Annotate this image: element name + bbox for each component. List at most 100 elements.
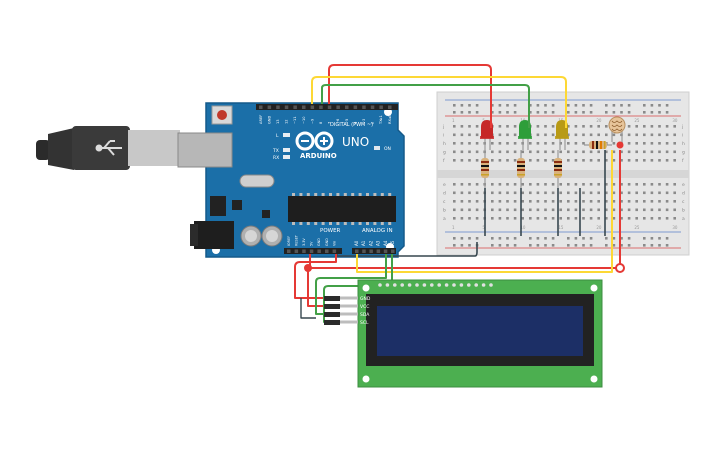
- rx-label: RX: [273, 155, 279, 161]
- digital-pin-label: 7: [328, 122, 332, 124]
- lcd-header-pin: SCL: [324, 320, 369, 326]
- analog-pin-label: A0: [354, 240, 359, 246]
- row-letter: b: [682, 208, 685, 214]
- lcd-pin-label: VCC: [360, 304, 369, 310]
- digital-pin-label: TX▸1: [379, 115, 383, 125]
- power-pin-label: 3.3V: [302, 238, 306, 246]
- breadboard: jjiihhggffeeddccbbaa11551010151520202525…: [436, 91, 690, 256]
- digital-pin-label: ~9: [310, 118, 314, 124]
- analog-pin-label: A2: [368, 240, 373, 246]
- digital-pin-label: AREF: [259, 115, 263, 124]
- wire-yellow-digital: [311, 76, 567, 128]
- wire-lcd-gnd: [294, 254, 337, 299]
- row-letter: b: [443, 208, 446, 214]
- row-letter: c: [443, 200, 446, 205]
- l-label: L: [276, 133, 279, 139]
- wire-black-gnd: [336, 242, 478, 257]
- lcd-header-pin: SDA: [324, 312, 370, 318]
- lcd-pin-label: GND: [360, 296, 371, 302]
- usb-jack: [177, 132, 233, 168]
- column-number: 15: [558, 225, 564, 230]
- wire-lcd-vcc: [307, 268, 326, 307]
- resistor: [554, 150, 562, 188]
- column-number: 25: [634, 225, 640, 230]
- row-letter: h: [682, 141, 685, 147]
- analog-pin-label: A4: [383, 240, 388, 246]
- row-letter: f: [443, 158, 445, 164]
- power-label: POWER: [320, 228, 341, 234]
- digital-pin-label: ~10: [302, 116, 306, 124]
- column-number: 25: [634, 118, 640, 123]
- analog-header: [352, 248, 396, 254]
- row-letter: i: [682, 133, 683, 139]
- digital-pin-label: GND: [267, 116, 271, 124]
- digital-pin-label: 2: [371, 122, 375, 124]
- lcd-header-pin: VCC: [324, 304, 369, 310]
- row-letter: e: [443, 183, 446, 188]
- tx-label: TX: [272, 148, 279, 154]
- digital-label: DIGITAL (PWM ~): [330, 122, 373, 128]
- wire-lcd-scl: [323, 254, 393, 323]
- digital-pin-label: RX◂0: [388, 114, 392, 124]
- digital-pin-label: ~11: [293, 116, 297, 124]
- column-number: 1: [452, 118, 455, 123]
- digital-pin-label: 13: [276, 119, 280, 124]
- microcontroller-chip: [288, 196, 396, 222]
- wire-joint: [615, 263, 625, 273]
- column-number: 20: [596, 225, 602, 230]
- row-letter: a: [682, 217, 685, 222]
- column-number: 1: [452, 225, 455, 230]
- row-letter: g: [443, 151, 446, 156]
- power-pin-label: 5V: [310, 241, 314, 246]
- digital-pin-label: ~3: [362, 119, 366, 124]
- row-letter: d: [443, 191, 446, 197]
- power-pin-label: GND: [317, 238, 321, 246]
- usb-icon: [95, 140, 122, 156]
- wire-lcd-sda: [315, 254, 387, 315]
- column-number: 30: [672, 225, 678, 230]
- power-pin-label: RESET: [294, 234, 298, 246]
- lcd-pin-label: SDA: [360, 312, 370, 318]
- column-number: 5: [482, 225, 485, 230]
- analog-pin-label: A1: [361, 240, 366, 246]
- arduino-logo: [295, 131, 334, 151]
- digital-header: [256, 104, 398, 110]
- power-jack: [194, 221, 234, 249]
- power-pin-label: Vin: [332, 241, 336, 246]
- row-letter: e: [682, 183, 685, 188]
- wire-red-digital: [328, 64, 492, 128]
- lcd-screen: [377, 306, 583, 356]
- row-letter: d: [682, 191, 685, 197]
- row-letter: f: [682, 158, 684, 164]
- on-label: ON: [384, 146, 391, 152]
- photoresistor-pulldown-resistor: [584, 141, 612, 149]
- analog-pin-label: A5: [390, 240, 395, 246]
- column-number: 30: [672, 118, 678, 123]
- resistor: [517, 150, 525, 188]
- digital-pin-label: ~5: [345, 119, 349, 124]
- column-number: 10: [520, 225, 526, 230]
- wire-green-digital: [321, 84, 530, 128]
- lcd-module: GND VCC SDA SCL: [324, 279, 603, 388]
- power-pin-label: IOREF: [287, 236, 291, 246]
- row-letter: g: [682, 151, 685, 156]
- column-number: 20: [596, 118, 602, 123]
- row-letter: c: [682, 200, 685, 205]
- breadboard-jumpers: [484, 150, 606, 236]
- row-letter: a: [443, 217, 446, 222]
- lcd-header-pin: GND: [324, 296, 371, 302]
- analog-label: ANALOG IN: [362, 228, 393, 234]
- arduino-brand: ARDUINO: [300, 152, 337, 160]
- resistor: [481, 150, 489, 188]
- wire-end-dot: [616, 141, 624, 149]
- reset-button[interactable]: [217, 110, 227, 120]
- digital-pin-label: 4: [353, 121, 357, 124]
- lcd-pin-label: SCL: [360, 320, 369, 326]
- row-letter: j: [442, 124, 444, 130]
- row-letter: i: [443, 133, 444, 139]
- digital-pin-label: ~6: [336, 118, 340, 124]
- analog-pin-label: A3: [376, 240, 381, 246]
- column-number: 5: [482, 118, 485, 123]
